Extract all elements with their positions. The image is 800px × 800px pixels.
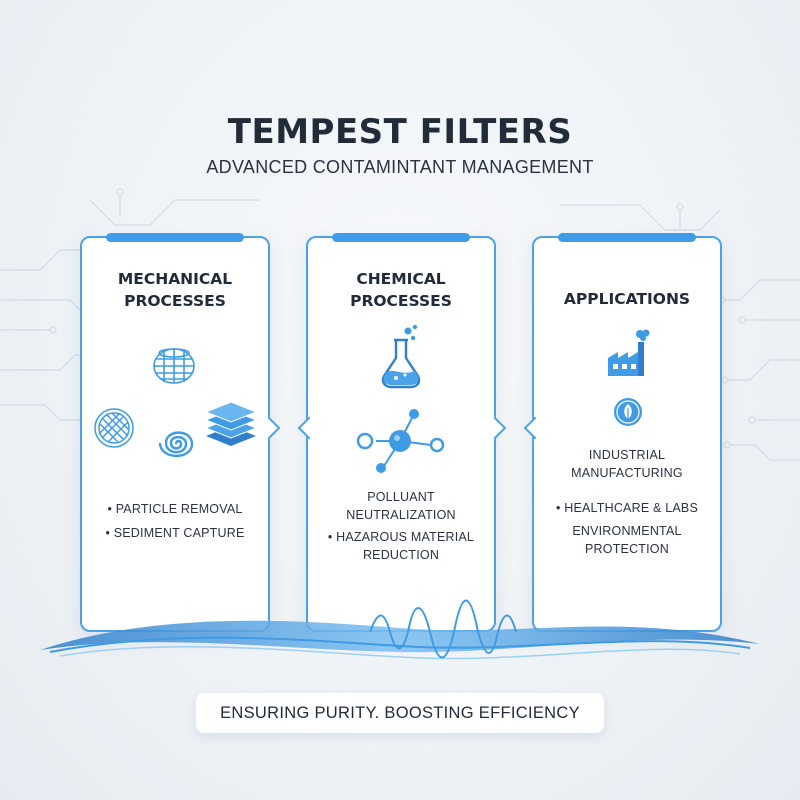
card-heading: CHEMICAL PROCESSES bbox=[350, 270, 452, 310]
page-subtitle: ADVANCED CONTAMINTANT MANAGEMENT bbox=[206, 157, 594, 177]
mesh-disc-icon bbox=[94, 408, 134, 448]
card-accent-bar bbox=[106, 233, 244, 242]
layered-stack-icon bbox=[204, 401, 258, 446]
card-heading: MECHANICAL PROCESSES bbox=[117, 270, 233, 310]
applications-card: APPLICATIONS INDUSTRIAL MANUFACTURING HE… bbox=[532, 233, 722, 632]
list-item: HAZAROUS MATERIAL REDUCTION bbox=[308, 528, 494, 564]
factory-icon bbox=[608, 329, 650, 376]
mechanical-processes-card: MECHANICAL PROCESSES PARTICLE REMOVAL SE… bbox=[80, 233, 270, 632]
molecule-icon bbox=[356, 409, 445, 473]
water-wave-decoration bbox=[40, 599, 760, 660]
page-title: TEMPEST FILTERS bbox=[227, 112, 573, 152]
spiral-icon bbox=[158, 431, 194, 457]
list-item: SEDIMENT CAPTURE bbox=[82, 524, 268, 542]
list-item: POLLUANT NEUTRALIZATION bbox=[346, 490, 456, 522]
list-item: PARTICLE REMOVAL bbox=[82, 500, 268, 518]
list-item: ENVIRONMENTAL PROTECTION bbox=[572, 524, 682, 556]
card-accent-bar bbox=[332, 233, 470, 242]
list-item: INDUSTRIAL MANUFACTURING bbox=[571, 448, 683, 480]
leaf-icon bbox=[614, 398, 642, 426]
card-accent-bar bbox=[558, 233, 696, 242]
mesh-sphere-icon bbox=[153, 348, 195, 384]
list-item: HEALTHCARE & LABS bbox=[534, 499, 720, 517]
card-heading: APPLICATIONS bbox=[563, 290, 691, 308]
tagline-banner: ENSURING PURITY. BOOSTING EFFICIENCY bbox=[196, 693, 604, 733]
flask-icon bbox=[381, 324, 421, 389]
